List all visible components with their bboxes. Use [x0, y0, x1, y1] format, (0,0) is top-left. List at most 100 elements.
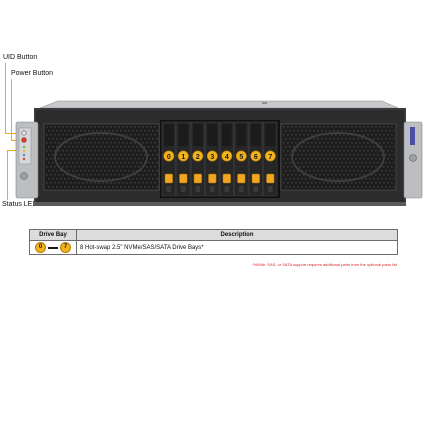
- vent-hole: [90, 126, 92, 128]
- vent-hole: [148, 146, 150, 148]
- vent-hole: [297, 170, 299, 172]
- vent-hole: [331, 158, 333, 160]
- vent-hole: [315, 158, 317, 160]
- vent-hole: [136, 186, 138, 188]
- vent-hole: [333, 138, 335, 140]
- vent-hole: [295, 150, 297, 152]
- vent-hole: [317, 162, 319, 164]
- vent-hole: [86, 142, 88, 144]
- vent-hole: [94, 166, 96, 168]
- vent-hole: [94, 158, 96, 160]
- vent-hole: [78, 134, 80, 136]
- vent-hole: [315, 134, 317, 136]
- vent-hole: [321, 154, 323, 156]
- vent-hole: [349, 130, 351, 132]
- vent-hole: [68, 146, 70, 148]
- vent-hole: [140, 162, 142, 164]
- vent-hole: [82, 126, 84, 128]
- vent-hole: [138, 150, 140, 152]
- vent-hole: [58, 182, 60, 184]
- vent-hole: [349, 146, 351, 148]
- vent-hole: [303, 182, 305, 184]
- vent-hole: [102, 182, 104, 184]
- vent-hole: [287, 142, 289, 144]
- vent-hole: [142, 126, 144, 128]
- vent-hole: [104, 178, 106, 180]
- vent-hole: [357, 130, 359, 132]
- vent-hole: [303, 174, 305, 176]
- vent-hole: [291, 182, 293, 184]
- vent-hole: [120, 162, 122, 164]
- vent-hole: [387, 150, 389, 152]
- vent-hole: [335, 166, 337, 168]
- vent-hole: [315, 166, 317, 168]
- vent-hole: [154, 158, 156, 160]
- vent-hole: [136, 170, 138, 172]
- vent-hole: [341, 130, 343, 132]
- vent-hole: [104, 186, 106, 188]
- vent-hole: [90, 150, 92, 152]
- vent-hole: [144, 178, 146, 180]
- control-panel: [18, 127, 32, 165]
- vent-hole: [291, 150, 293, 152]
- status-leader-line-h: [7, 150, 19, 151]
- vent-hole: [347, 134, 349, 136]
- vent-hole: [381, 146, 383, 148]
- vent-hole: [341, 146, 343, 148]
- vent-hole: [74, 142, 76, 144]
- vent-hole: [154, 134, 156, 136]
- vent-hole: [130, 126, 132, 128]
- vent-hole: [108, 162, 110, 164]
- vent-hole: [353, 146, 355, 148]
- vent-hole: [68, 186, 70, 188]
- vent-hole: [315, 142, 317, 144]
- vent-hole: [343, 134, 345, 136]
- vent-hole: [56, 130, 58, 132]
- vent-hole: [58, 174, 60, 176]
- vent-hole: [369, 146, 371, 148]
- vent-hole: [140, 186, 142, 188]
- vent-hole: [345, 178, 347, 180]
- vent-hole: [293, 178, 295, 180]
- vent-hole: [88, 178, 90, 180]
- vent-hole: [102, 150, 104, 152]
- vent-hole: [327, 150, 329, 152]
- vent-hole: [114, 142, 116, 144]
- vent-hole: [72, 162, 74, 164]
- vent-hole: [138, 166, 140, 168]
- vent-hole: [371, 158, 373, 160]
- vent-hole: [287, 134, 289, 136]
- vent-hole: [68, 170, 70, 172]
- drive-handle: [224, 186, 230, 192]
- vent-hole: [303, 142, 305, 144]
- vent-hole: [315, 174, 317, 176]
- vent-hole: [52, 170, 54, 172]
- vent-hole: [305, 186, 307, 188]
- vent-hole: [106, 150, 108, 152]
- vent-hole: [391, 126, 393, 128]
- vent-hole: [295, 126, 297, 128]
- vent-hole: [289, 186, 291, 188]
- vent-hole: [142, 158, 144, 160]
- vent-hole: [62, 158, 64, 160]
- vent-hole: [317, 146, 319, 148]
- vent-hole: [96, 130, 98, 132]
- vent-hole: [371, 174, 373, 176]
- uid-button-label: UID Button: [3, 54, 38, 61]
- vent-hole: [311, 182, 313, 184]
- vent-hole: [383, 142, 385, 144]
- vent-hole: [96, 186, 98, 188]
- vent-hole: [379, 134, 381, 136]
- vent-hole: [46, 182, 48, 184]
- vent-hole: [138, 126, 140, 128]
- vent-hole: [122, 158, 124, 160]
- vent-hole: [154, 166, 156, 168]
- drive-handle: [268, 186, 273, 192]
- vent-hole: [150, 158, 152, 160]
- drive-bay-badge: [192, 150, 204, 162]
- vent-hole: [88, 138, 90, 140]
- vent-hole: [307, 182, 309, 184]
- vent-hole: [98, 158, 100, 160]
- vent-hole: [106, 134, 108, 136]
